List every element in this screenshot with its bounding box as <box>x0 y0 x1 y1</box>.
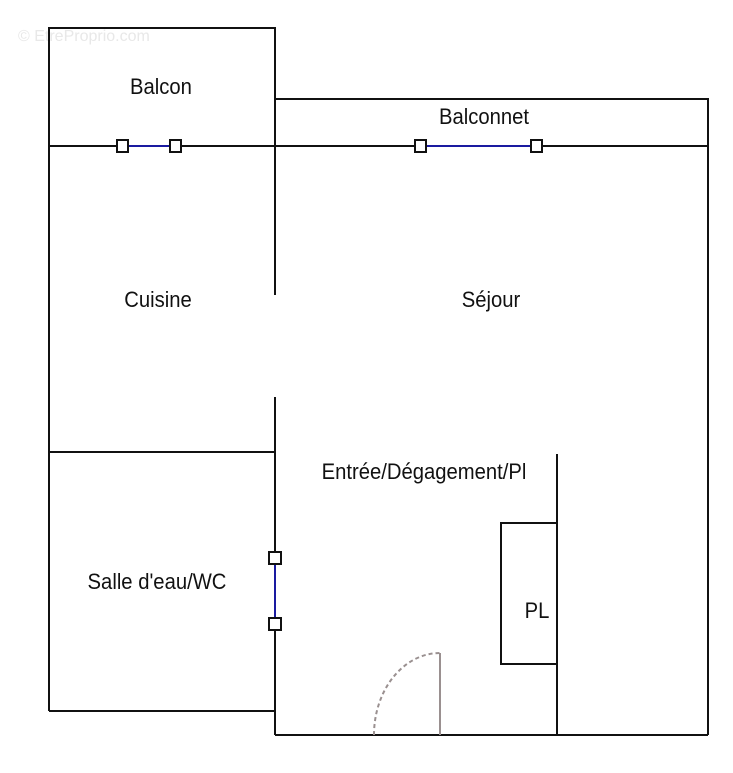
balconnet-walls <box>275 98 709 146</box>
balcon-walls <box>48 27 276 146</box>
room-label-sejour: Séjour <box>461 287 521 312</box>
room-label-pl: PL <box>524 598 550 623</box>
window-handle <box>169 139 182 153</box>
window-handle <box>268 551 282 565</box>
pl-closet <box>500 522 557 665</box>
room-label-salle-eau: Salle d'eau/WC <box>87 569 227 594</box>
room-label-cuisine: Cuisine <box>124 287 192 312</box>
window-handle <box>268 617 282 631</box>
room-label-balcon: Balcon <box>130 74 192 99</box>
window-handle <box>530 139 543 153</box>
window-handle <box>116 139 129 153</box>
window-handle <box>414 139 427 153</box>
door-swing <box>373 652 441 736</box>
room-label-balconnet: Balconnet <box>438 104 530 129</box>
watermark: © EtreProprio.com <box>18 28 150 45</box>
room-label-entree: Entrée/Dégagement/Pl <box>321 459 527 484</box>
